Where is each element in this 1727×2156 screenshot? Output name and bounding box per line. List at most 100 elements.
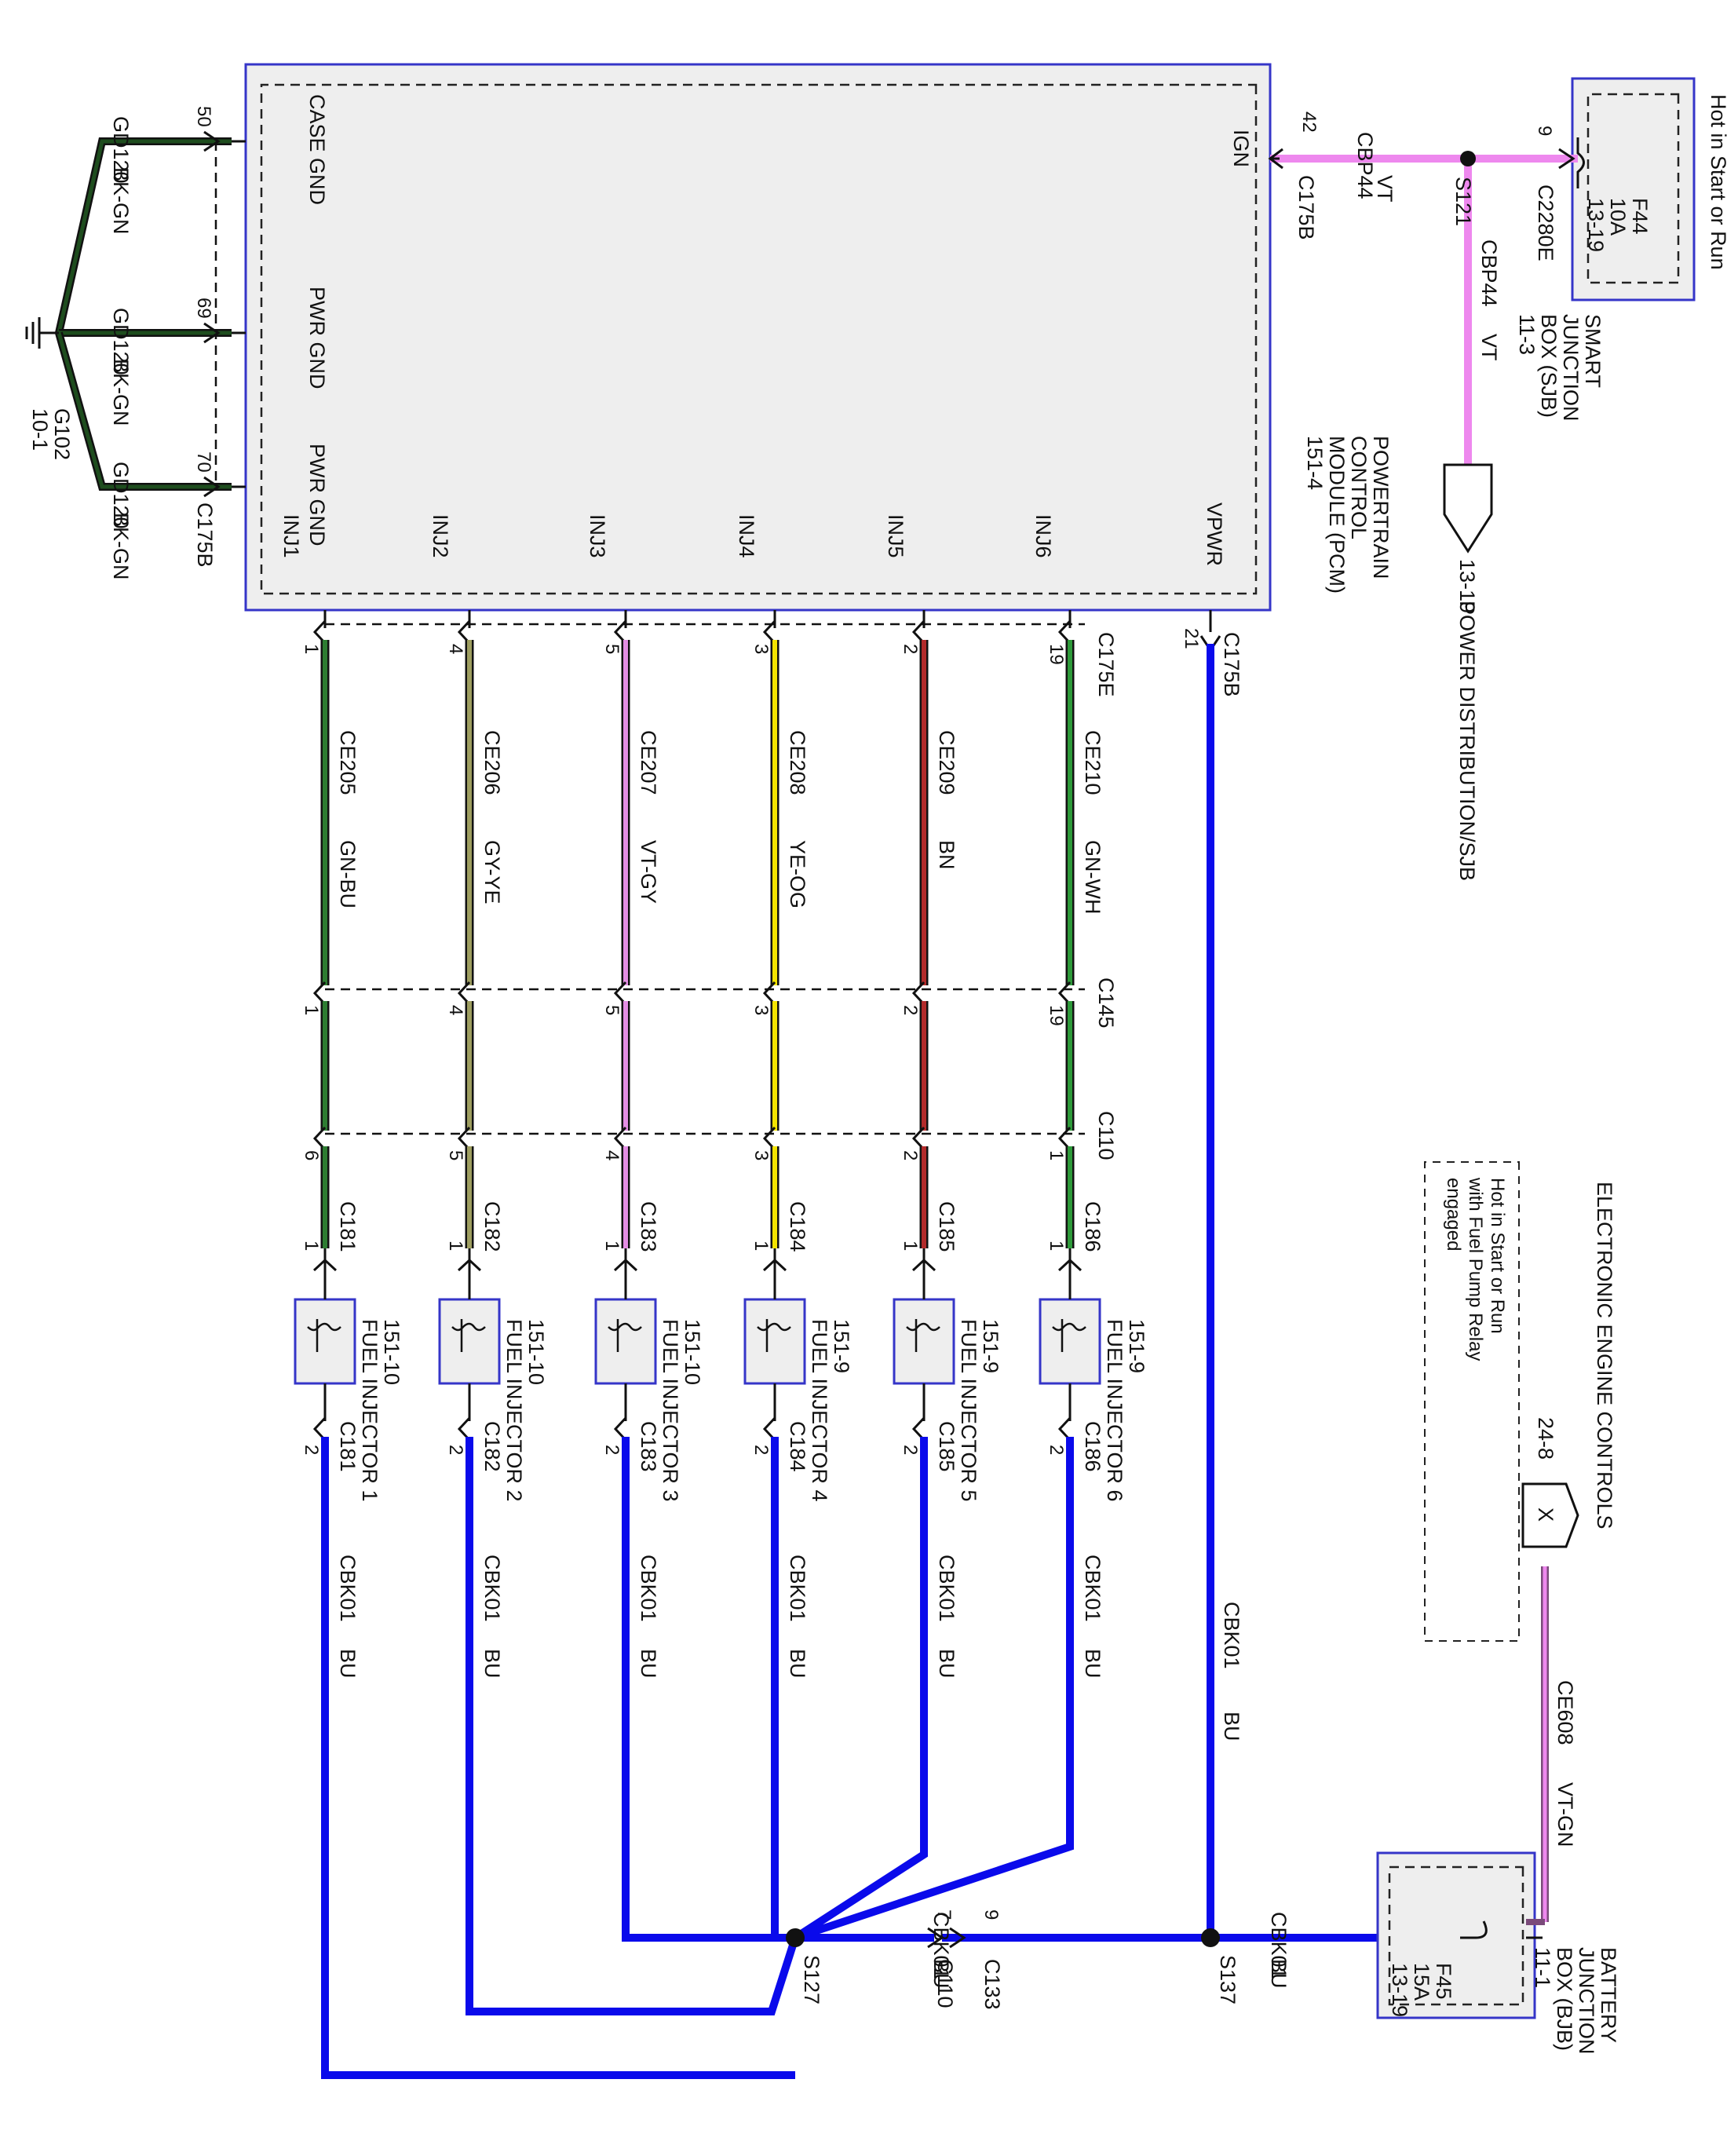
injector-3-arrow-c145 [613, 981, 627, 1006]
relay-ref-page: 24-8 [1534, 1417, 1557, 1460]
c175e-label: C175E [1094, 632, 1118, 697]
injector-6-ret-circuit: CBK01 [1081, 1555, 1104, 1622]
injector-6-c145-pin: 19 [1046, 1005, 1067, 1026]
injector-6-pin-2: 2 [1046, 1445, 1067, 1455]
sjb-fuse-id: F44 [1628, 198, 1652, 235]
injector-5-c110-pin: 2 [900, 1150, 921, 1160]
bus-color: BU [929, 1959, 953, 1989]
ground-wire-3-color: BK-GN [109, 513, 133, 580]
injector-2-c145-pin: 4 [445, 1005, 466, 1015]
injector-4-connector-b: C184 [786, 1421, 809, 1472]
pcm-pin-pwr-gnd-2: PWR GND [305, 444, 329, 546]
pcm-pin-inj4: INJ4 [735, 514, 758, 558]
injector-5-ret-color: BU [935, 1649, 958, 1679]
pcm-module-box [244, 63, 1272, 612]
injector-4-page: 151-9 [830, 1319, 853, 1373]
injector-4-arrow-pcm [762, 619, 776, 645]
injector-2-pin-2: 2 [445, 1445, 466, 1455]
pcm-pin-ign: IGN [1229, 130, 1253, 167]
ground-wire-2-color: BK-GN [109, 359, 133, 426]
bjb-box [1376, 1851, 1536, 2019]
injector-4-arrow-c110 [762, 1126, 776, 1151]
injector-2-arrow-pcm [457, 619, 471, 645]
injector-4-arrow-out [762, 1416, 776, 1442]
injector-2-c110-pin: 5 [445, 1150, 466, 1160]
bus-c110-label: C110 [933, 1959, 957, 2008]
injector-6-body [1039, 1298, 1101, 1385]
bjb-fuse-id: F45 [1432, 1963, 1455, 2000]
injector-3-pin-1: 1 [601, 1241, 623, 1251]
injector-1-c110-pin: 6 [301, 1150, 322, 1160]
injector-1-connector-b: C181 [336, 1421, 360, 1472]
pcm-name-2: MODULE (PCM) [1325, 436, 1349, 594]
sjb-name-2: BOX (SJB) [1537, 314, 1561, 418]
injector-3-c145-pin: 5 [601, 1005, 623, 1015]
sjb-pin: 9 [1534, 126, 1555, 136]
injector-6-arrow-in [1057, 1258, 1083, 1272]
bjb-fuse-page: 13-19 [1388, 1963, 1411, 2017]
ground-wire-2-pin: 69 [193, 298, 214, 319]
injector-1-ret-color: BU [336, 1649, 360, 1679]
injector-4-pin-1: 1 [750, 1241, 772, 1251]
injector-5-circuit: CE209 [935, 730, 958, 795]
vpwr-circuit: CBK01 [1220, 1602, 1243, 1669]
bus-c110-pin: 7 [933, 1909, 955, 1920]
relay-note-box [1424, 1161, 1520, 1642]
ign-splice: S121 [1451, 177, 1475, 226]
ground-connector: C175B [193, 502, 217, 568]
injector-4-return-wire [771, 1449, 795, 1942]
pcm-module-inner [260, 83, 1258, 595]
injector-2-body [438, 1298, 501, 1385]
injector-3-ret-color: BU [637, 1649, 660, 1679]
injector-6-return-wire [794, 1449, 1074, 1942]
injector-1-page: 151-10 [380, 1319, 403, 1385]
injector-1-pin-2: 2 [301, 1445, 322, 1455]
bjb-name-0: BATTERY [1597, 1947, 1620, 2043]
injector-4-arrow-c145 [762, 981, 776, 1006]
injector-4-coil-icon [757, 1322, 791, 1332]
sjb-name-0: SMART [1581, 314, 1605, 388]
injector-4-body [743, 1298, 806, 1385]
injector-1-arrow-c110 [312, 1126, 327, 1151]
relay-wire [1521, 1482, 1579, 1925]
ign-feed-color: VT [1373, 175, 1397, 203]
pcm-pin-inj5: INJ5 [884, 514, 907, 558]
relay-note-1: with Fuel Pump Relay [1465, 1177, 1486, 1361]
injector-5-arrow-out [911, 1416, 926, 1442]
injector-3-arrow-c110 [613, 1126, 627, 1151]
sjb-header: Hot in Start or Run [1707, 94, 1727, 270]
ground-wire-3-pin: 70 [193, 451, 214, 473]
injector-6-color-code: GN-WH [1081, 840, 1104, 914]
injector-5-ret-circuit: CBK01 [935, 1555, 958, 1622]
ground-wire-1-color: BK-GN [109, 167, 133, 235]
injector-3-arrow-out [613, 1416, 627, 1442]
ign-ref-label: POWER DISTRIBUTION/SJB [1455, 601, 1479, 881]
injector-5-arrow-c145 [911, 981, 926, 1006]
injector-3-ret-circuit: CBK01 [637, 1555, 660, 1622]
injector-3-body [594, 1298, 657, 1385]
pcm-name-1: CONTROL [1347, 436, 1371, 539]
ground-circuit [25, 130, 246, 498]
injector-3-connector-b: C183 [637, 1421, 660, 1472]
injector-5-page: 151-9 [979, 1319, 1002, 1373]
bjb-name-3: 11-1 [1531, 1947, 1554, 1988]
injector-1-pin-1: 1 [301, 1241, 322, 1251]
injector-5-c145-pin: 2 [900, 1005, 921, 1015]
ground-name-0: G102 [50, 408, 74, 460]
vpwr-color: BU [1220, 1712, 1243, 1741]
injector-4-ret-color: BU [786, 1649, 809, 1679]
injector-5-color-code: BN [935, 840, 958, 870]
injector-2-page: 151-10 [524, 1319, 548, 1385]
injector-1-c145-pin: 1 [301, 1005, 322, 1015]
injector-5-arrow-c110 [911, 1126, 926, 1151]
ground-name-1: 10-1 [28, 408, 52, 451]
pcm-pin-case-gnd: CASE GND [305, 94, 329, 205]
injector-2-name: FUEL INJECTOR 2 [502, 1319, 526, 1502]
injector-2-return-wire [466, 1449, 799, 2015]
bjb-fuse-rating: 15A [1410, 1963, 1433, 2001]
pcm-pin-vpwr: VPWR [1203, 502, 1226, 566]
relay-note-0: Hot in Start or Run [1487, 1178, 1508, 1334]
injector-5-pcm-pin: 2 [900, 644, 921, 654]
injector-4-c145-pin: 3 [750, 1005, 772, 1015]
